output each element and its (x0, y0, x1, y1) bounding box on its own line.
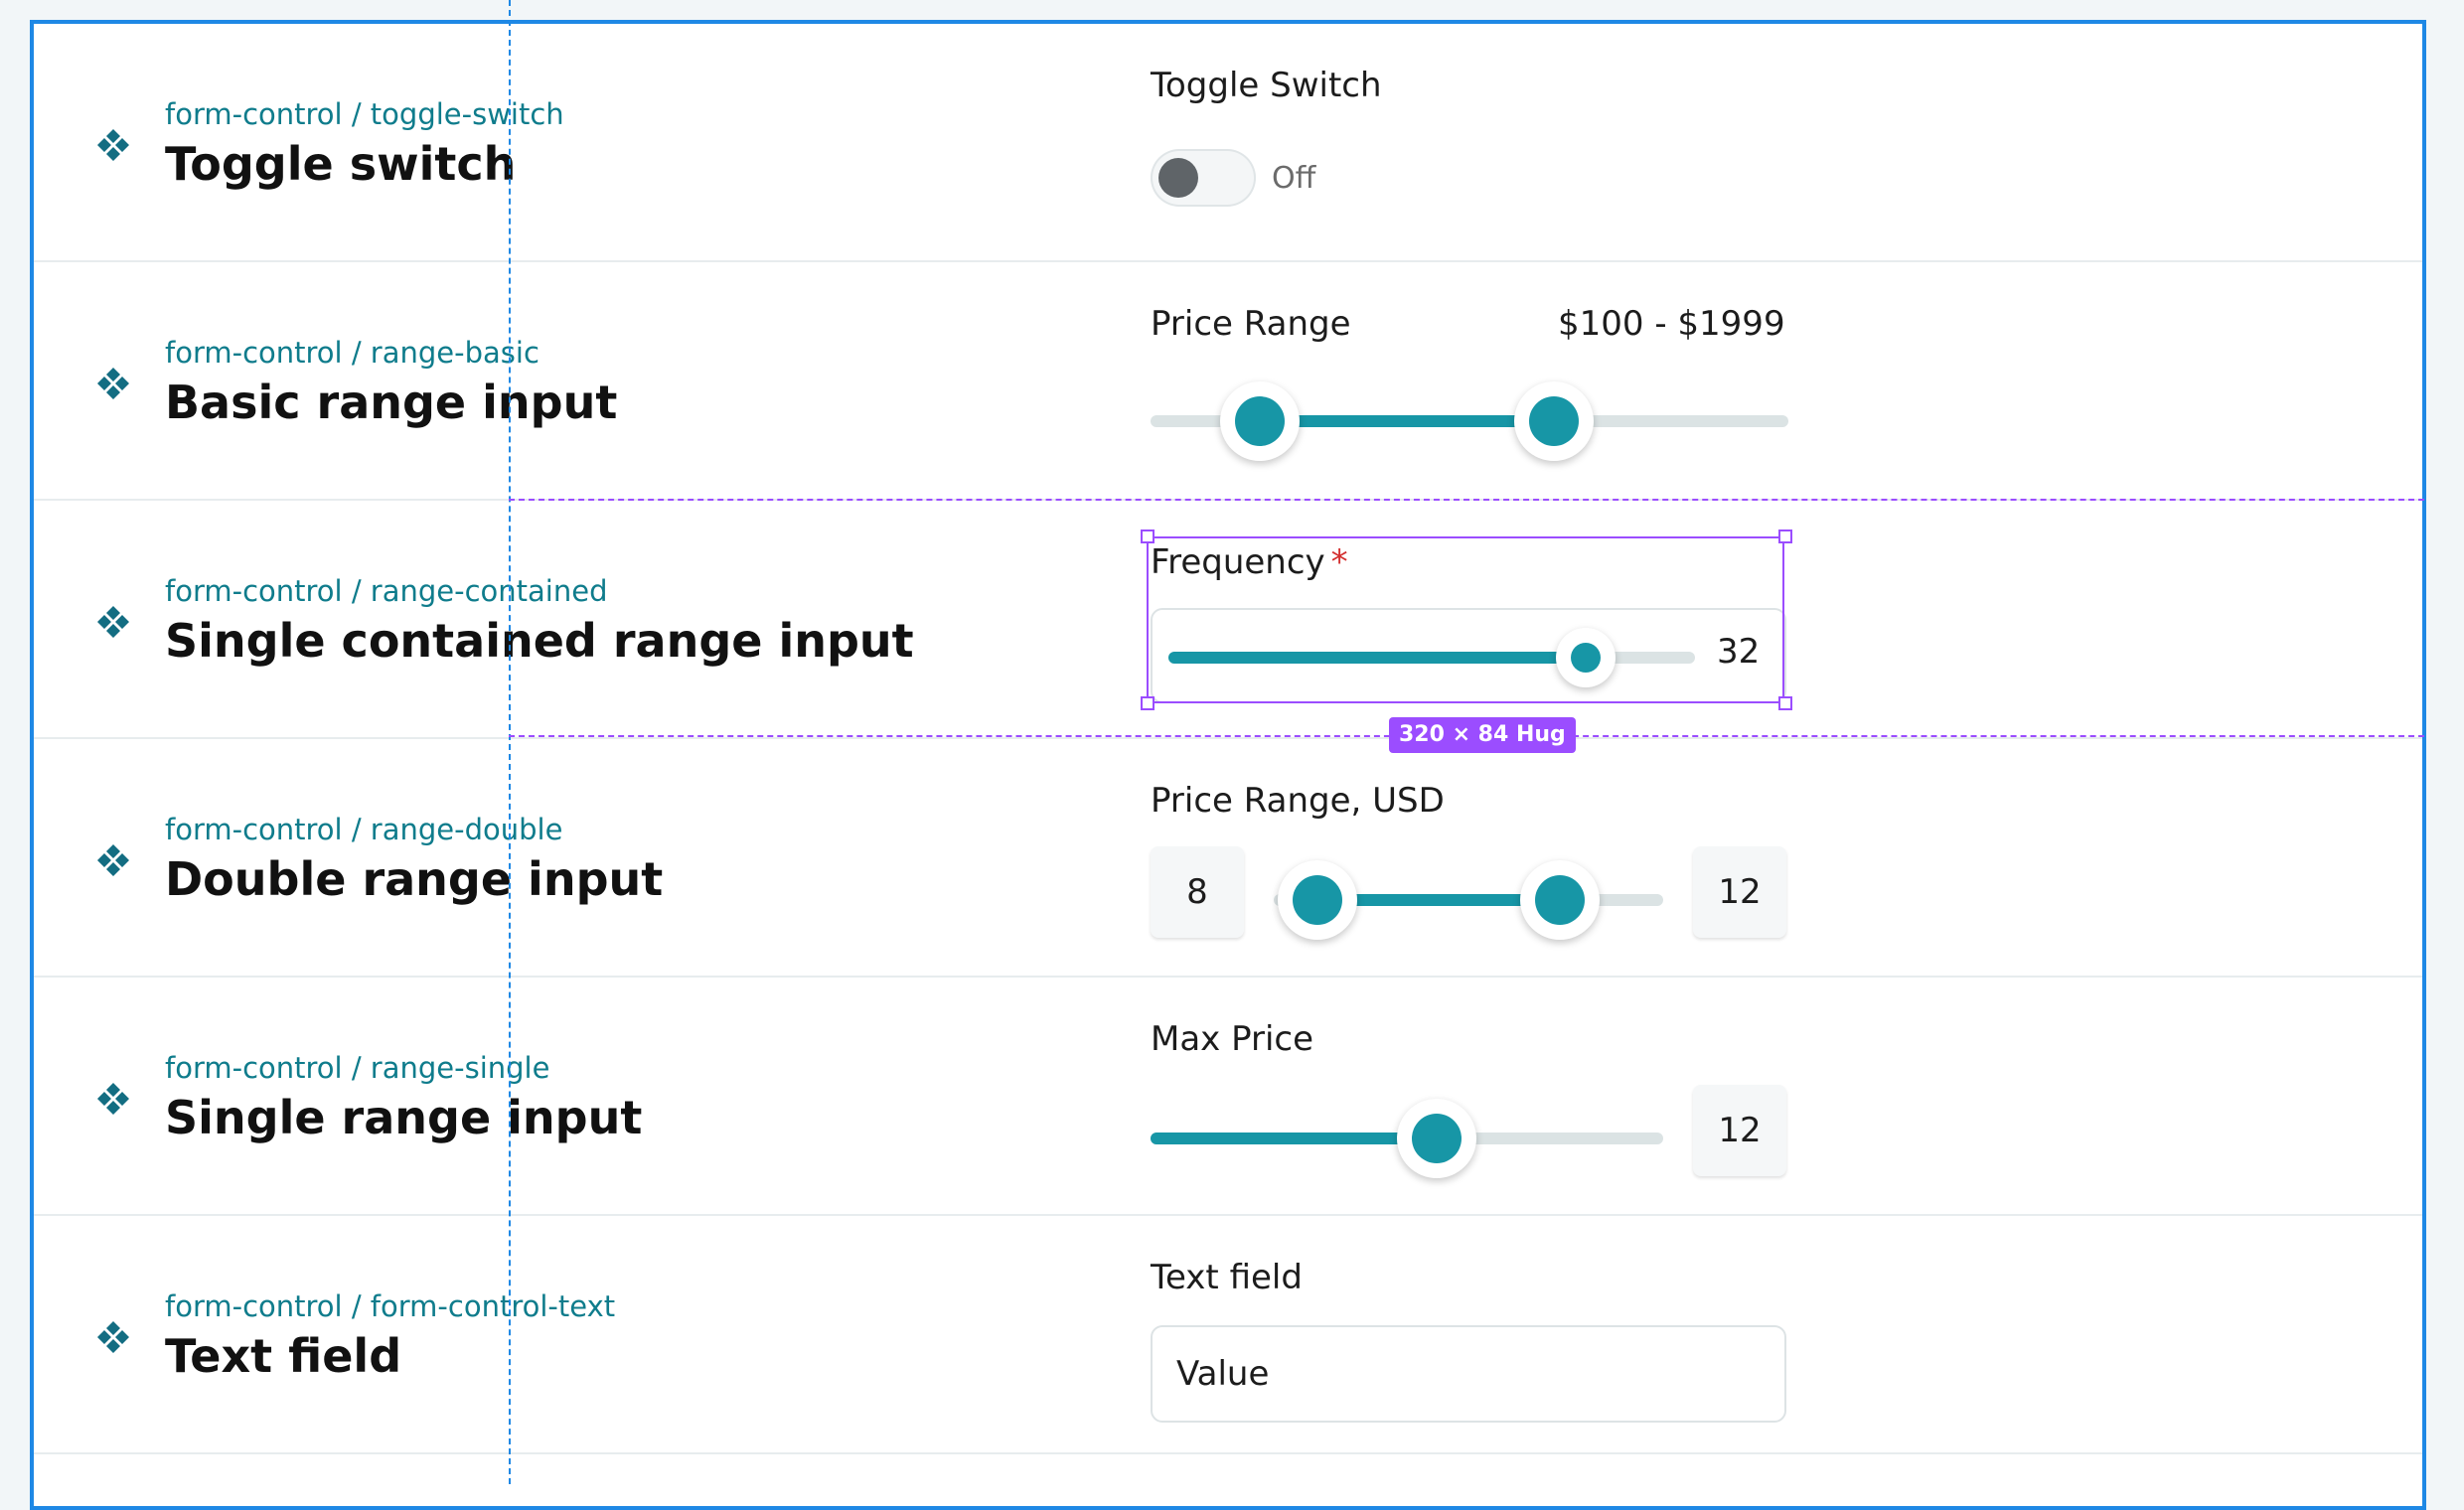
contained-range-box: 32 (1151, 608, 1786, 703)
row-range-basic: form-control / range-basic Basic range i… (34, 262, 2422, 501)
component-icon (97, 606, 129, 638)
toggle-knob (1158, 158, 1198, 198)
component-title: Double range input (165, 852, 664, 906)
component-path: form-control / form-control-text (165, 1289, 616, 1323)
toggle-state-text: Off (1272, 161, 1316, 196)
row-range-single: form-control / range-single Single range… (34, 978, 2422, 1216)
range-fill (1151, 1132, 1437, 1144)
range-min-thumb[interactable] (1220, 381, 1300, 461)
range-fill (1260, 415, 1554, 427)
toggle-switch[interactable] (1151, 149, 1256, 207)
component-title: Text field (165, 1329, 402, 1383)
component-path: form-control / toggle-switch (165, 97, 564, 131)
component-list-frame: form-control / toggle-switch Toggle swit… (30, 20, 2426, 1510)
value-box[interactable]: 12 (1693, 1085, 1786, 1176)
range-value: 32 (1717, 632, 1761, 672)
range-value-text: $100 - $1999 (1558, 304, 1785, 344)
range-thumb[interactable] (1556, 628, 1616, 687)
range-min-thumb[interactable] (1278, 860, 1357, 940)
range-max-thumb[interactable] (1520, 860, 1600, 940)
component-path: form-control / range-single (165, 1051, 550, 1085)
resize-handle-bottom-left[interactable] (1141, 696, 1155, 710)
text-input[interactable]: Value (1151, 1325, 1786, 1423)
required-mark: * (1330, 542, 1348, 582)
range-label: Price Range (1151, 304, 1351, 344)
component-icon (97, 844, 129, 876)
component-icon (97, 368, 129, 399)
frequency-label-text: Frequency (1151, 542, 1325, 582)
row-range-double: form-control / range-double Double range… (34, 739, 2422, 978)
max-value-box[interactable]: 12 (1693, 846, 1786, 938)
component-title: Basic range input (165, 376, 618, 429)
row-toggle-switch: form-control / toggle-switch Toggle swit… (34, 24, 2422, 262)
range-fill (1168, 652, 1586, 664)
range-max-thumb[interactable] (1514, 381, 1594, 461)
range-label: Price Range, USD (1151, 781, 1445, 821)
component-path: form-control / range-contained (165, 574, 608, 608)
text-field-label: Text field (1151, 1258, 1303, 1297)
min-value-box[interactable]: 8 (1151, 846, 1244, 938)
range-thumb[interactable] (1397, 1099, 1476, 1178)
component-title: Single contained range input (165, 614, 914, 668)
component-title: Single range input (165, 1091, 643, 1144)
layout-guide-horizontal-top (509, 499, 2424, 501)
selection-box[interactable] (1147, 536, 1784, 703)
toggle-label: Toggle Switch (1151, 66, 1382, 105)
selection-size-tag: 320 × 84 Hug (1389, 717, 1576, 753)
row-range-contained: form-control / range-contained Single co… (34, 501, 2422, 739)
layout-guide-vertical (509, 0, 511, 1484)
resize-handle-top-left[interactable] (1141, 529, 1155, 543)
row-text-field: form-control / form-control-text Text fi… (34, 1216, 2422, 1454)
range-label: Max Price (1151, 1019, 1314, 1059)
component-icon (97, 1083, 129, 1115)
range-fill (1317, 894, 1560, 906)
resize-handle-bottom-right[interactable] (1778, 696, 1792, 710)
frequency-label: Frequency* (1151, 542, 1348, 582)
component-icon (97, 1321, 129, 1353)
component-path: form-control / range-basic (165, 336, 539, 370)
component-icon (97, 129, 129, 161)
component-title: Toggle switch (165, 137, 517, 191)
resize-handle-top-right[interactable] (1778, 529, 1792, 543)
component-path: form-control / range-double (165, 813, 563, 846)
